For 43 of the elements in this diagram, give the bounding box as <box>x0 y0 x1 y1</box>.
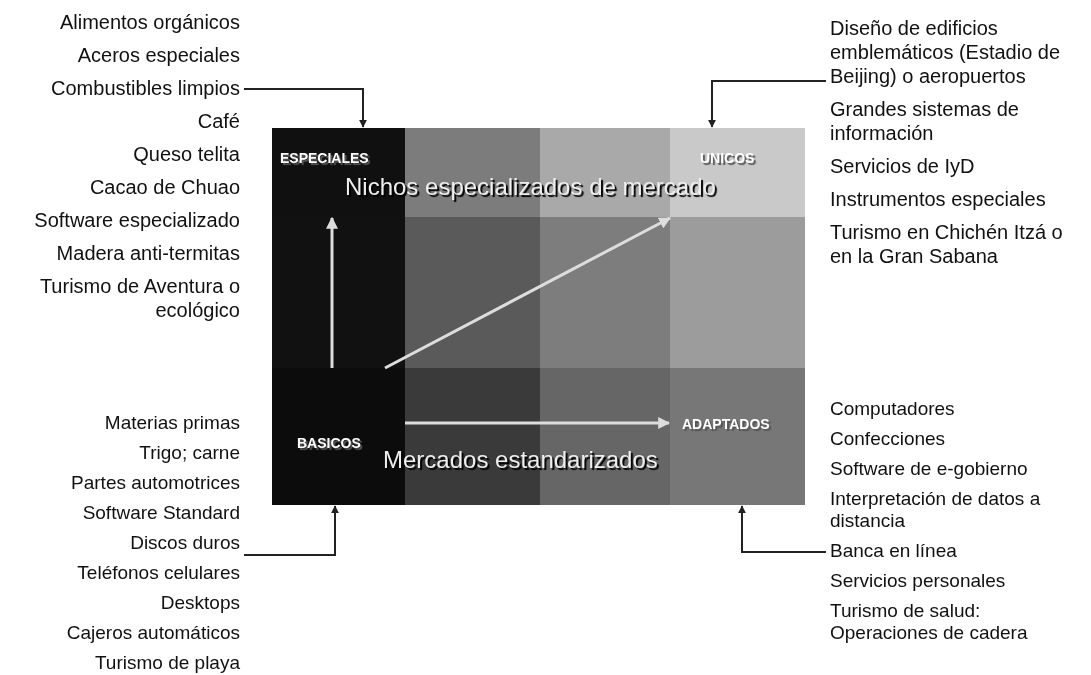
list-item: Banca en línea <box>830 540 958 562</box>
list-item: Turismo de playa <box>93 652 240 674</box>
list-item: Trigo; carne <box>138 442 240 464</box>
arrow <box>405 417 671 429</box>
list-item: Software de e-gobierno <box>830 458 1029 480</box>
list-item: Partes automotrices <box>70 472 240 494</box>
arrow <box>326 216 338 368</box>
leader-arrow <box>738 505 827 553</box>
quadrant-label: BASICOS <box>297 435 361 451</box>
list-item: Diseño de edificios emblemáticos (Estadio de Beijing) o aeropuertos <box>830 16 1062 88</box>
list-item: Alimentos orgánicos <box>58 10 240 34</box>
leader-arrow <box>243 88 367 128</box>
arrow <box>384 216 672 370</box>
list-item: Turismo en Chichén Itzá o en la Gran Sabana <box>830 220 1064 268</box>
list-item: Materias primas <box>103 412 240 434</box>
list-item: Queso telita <box>132 142 240 166</box>
axis-caption: Mercados estandarizados <box>383 446 658 474</box>
list-item: Instrumentos especiales <box>830 187 1047 211</box>
list-item: Aceros especiales <box>76 43 240 67</box>
axis-caption: Nichos especializados de mercado <box>345 173 716 201</box>
quadrant-label: ESPECIALES <box>280 150 369 166</box>
list-item: Software Standard <box>81 502 240 524</box>
leader-arrow <box>708 80 827 128</box>
list-item: Turismo de Aventura o ecológico <box>38 274 240 322</box>
list-item: Cajeros automáticos <box>65 622 240 644</box>
quadrant-label: ADAPTADOS <box>682 416 770 432</box>
list-item: Computadores <box>830 398 956 420</box>
quadrant-label: UNICOS <box>700 150 755 166</box>
list-item: Cacao de Chuao <box>88 175 240 199</box>
list-item: Servicios de IyD <box>830 154 976 178</box>
list-item: Teléfonos celulares <box>76 562 240 584</box>
list-item: Interpretación de datos a distancia <box>830 488 1042 532</box>
list-item: Grandes sistemas de información <box>830 97 1020 145</box>
list-item: Café <box>196 109 240 133</box>
list-item: Software especializado <box>33 208 240 232</box>
leader-arrow <box>243 505 339 556</box>
list-item: Turismo de salud: Operaciones de cadera <box>830 600 1029 644</box>
list-item: Madera anti-termitas <box>55 241 240 265</box>
list-item: Servicios personales <box>830 570 1007 592</box>
list-item: Desktops <box>159 592 240 614</box>
list-item: Confecciones <box>830 428 947 450</box>
list-item: Combustibles limpios <box>50 76 240 100</box>
list-item: Discos duros <box>129 532 240 554</box>
